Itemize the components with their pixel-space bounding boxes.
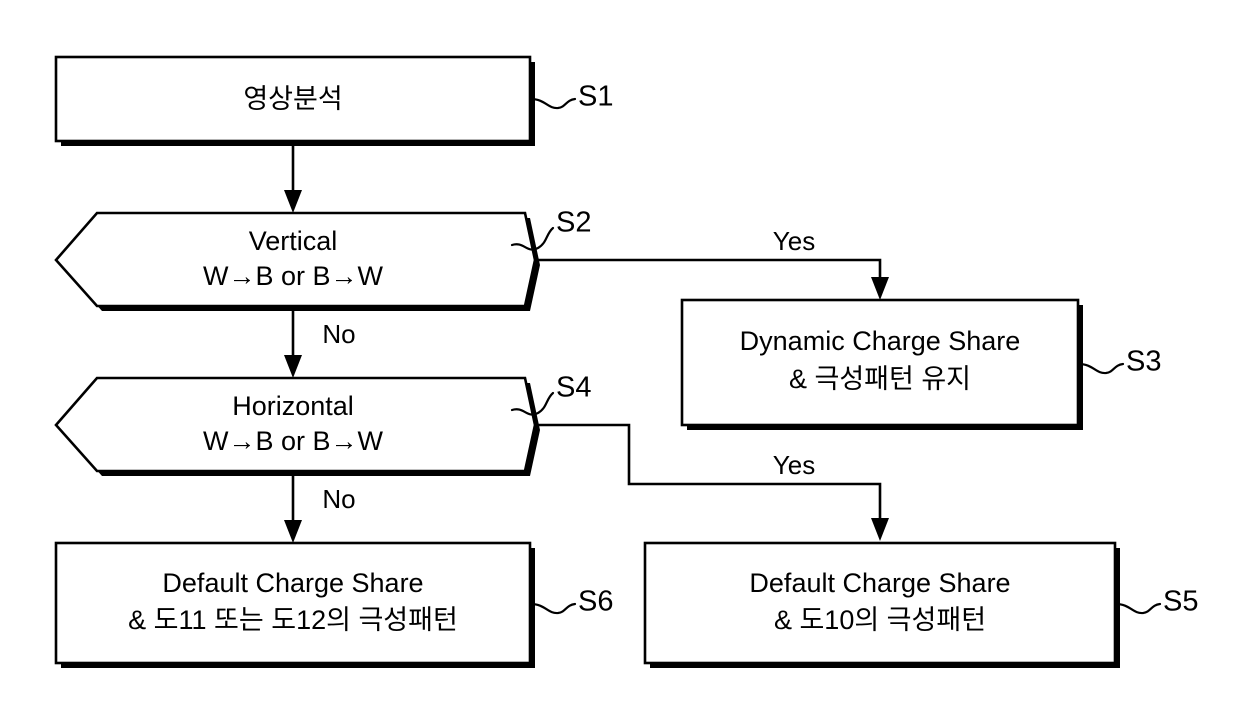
node-s5-box bbox=[643, 541, 1117, 665]
node-s2-hexagon bbox=[54, 211, 537, 308]
ref-s2-text: S2 bbox=[556, 207, 591, 239]
ref-s2-leader-line bbox=[510, 226, 555, 251]
edge-s2-s4-arrowhead bbox=[284, 355, 302, 378]
edge-s4-s5-arrowhead bbox=[871, 518, 889, 541]
node-s5-label-line1: Default Charge Share bbox=[749, 568, 1010, 598]
ref-s4: S4 bbox=[510, 372, 591, 416]
ref-s6-leader-line bbox=[529, 602, 577, 615]
node-s2-label-line1: Vertical bbox=[249, 226, 338, 256]
node-s3-label-line2: & 극성패턴 유지 bbox=[789, 364, 971, 394]
edge-s4-s6-label: No bbox=[322, 484, 355, 514]
ref-s5-leader-line bbox=[1114, 602, 1162, 615]
node-s4-label-line1: Horizontal bbox=[232, 391, 354, 421]
ref-s6: S6 bbox=[529, 586, 613, 618]
edge-s4-s6: No bbox=[284, 471, 356, 543]
edge-s2-s3: Yes bbox=[535, 226, 889, 300]
node-s2[interactable]: Vertical W→B or B→W bbox=[54, 211, 540, 311]
ref-s5: S5 bbox=[1114, 586, 1198, 618]
node-s5[interactable]: Default Charge Share & 도10의 극성패턴 bbox=[643, 541, 1120, 668]
node-s4-label-line2: W→B or B→W bbox=[203, 426, 384, 456]
edge-s4-s6-arrowhead bbox=[284, 520, 302, 543]
ref-s5-text: S5 bbox=[1163, 586, 1198, 618]
node-s2-label-line2: W→B or B→W bbox=[203, 261, 384, 291]
edge-s2-s4-label: No bbox=[322, 319, 355, 349]
node-s6-label-line2: & 도11 또는 도12의 극성패턴 bbox=[128, 605, 458, 635]
ref-s4-text: S4 bbox=[556, 372, 591, 404]
edge-s4-s5-label: Yes bbox=[773, 450, 815, 480]
ref-s1-leader-line bbox=[529, 97, 577, 110]
edge-s2-s3-arrowhead bbox=[871, 277, 889, 300]
edge-s2-s3-line bbox=[535, 258, 882, 285]
node-s4[interactable]: Horizontal W→B or B→W bbox=[54, 376, 540, 476]
ref-s3-leader-line bbox=[1077, 362, 1125, 375]
node-s5-label-line2: & 도10의 극성패턴 bbox=[774, 605, 986, 635]
edge-s1-s2-arrowhead bbox=[284, 190, 302, 213]
edge-s2-s4: No bbox=[284, 306, 356, 378]
edge-s1-s2 bbox=[284, 141, 302, 213]
node-s3[interactable]: Dynamic Charge Share & 극성패턴 유지 bbox=[680, 298, 1083, 430]
ref-s6-text: S6 bbox=[578, 586, 613, 618]
node-s1-box bbox=[54, 55, 532, 143]
ref-s4-leader-line bbox=[510, 391, 555, 416]
node-s4-hexagon bbox=[54, 376, 537, 473]
node-s3-label-line1: Dynamic Charge Share bbox=[740, 326, 1021, 356]
ref-s2: S2 bbox=[510, 207, 591, 251]
ref-s1-text: S1 bbox=[578, 81, 613, 113]
node-s1-label-line1: 영상분석 bbox=[243, 84, 342, 114]
node-s1[interactable]: 영상분석 bbox=[54, 55, 535, 146]
ref-s3-text: S3 bbox=[1126, 346, 1161, 378]
edge-s4-s5: Yes bbox=[535, 423, 889, 541]
node-s6-label-line1: Default Charge Share bbox=[162, 568, 423, 598]
node-s6[interactable]: Default Charge Share & 도11 또는 도12의 극성패턴 bbox=[54, 541, 535, 668]
ref-s1: S1 bbox=[529, 81, 613, 113]
edge-s2-s3-label: Yes bbox=[773, 226, 815, 256]
edge-s4-s5-line bbox=[535, 423, 882, 526]
ref-s3: S3 bbox=[1077, 346, 1161, 378]
node-s3-box bbox=[680, 298, 1080, 427]
node-s6-box bbox=[54, 541, 532, 665]
